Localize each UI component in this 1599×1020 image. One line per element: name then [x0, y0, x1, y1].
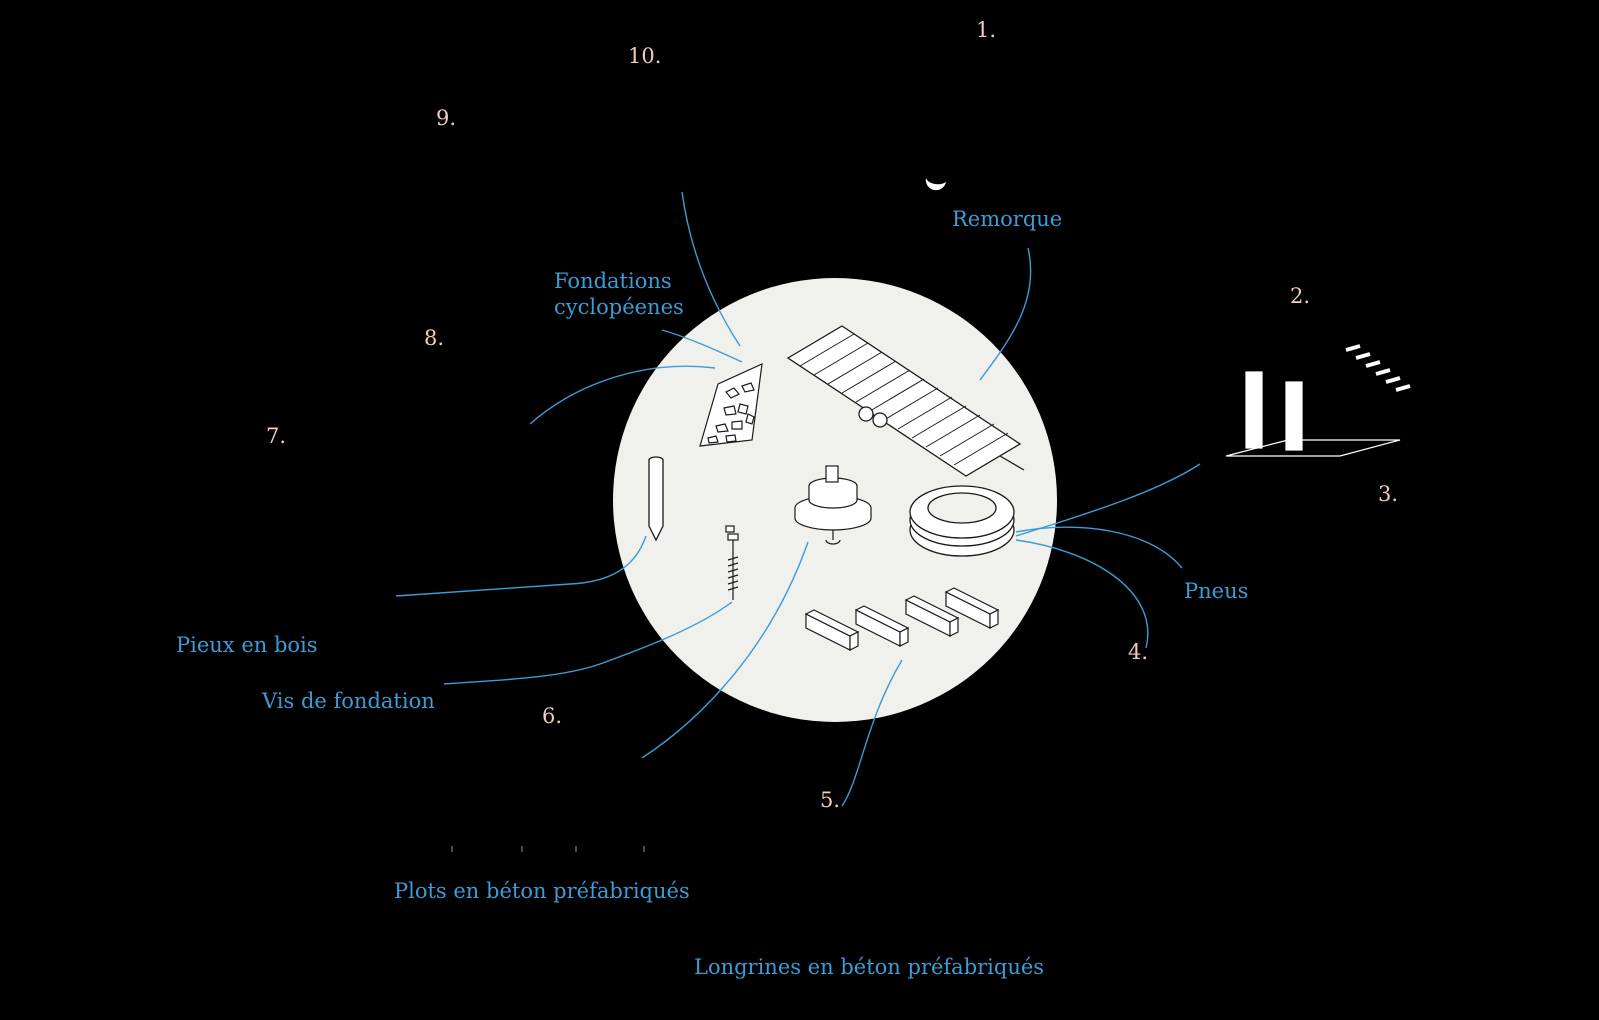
leader-pieux — [395, 535, 647, 597]
leader-lines — [395, 191, 1201, 807]
leader-remorque — [979, 247, 1032, 381]
tick-marks — [451, 846, 645, 852]
number-9: 9. — [436, 106, 457, 130]
leader-pneus-4 — [1015, 539, 1149, 649]
number-4: 4. — [1128, 640, 1149, 664]
label-pneus: Pneus — [1184, 579, 1249, 603]
number-6: 6. — [542, 704, 563, 728]
label-vis-de-fondation: Vis de fondation — [262, 689, 435, 713]
leader-longrines — [841, 659, 903, 807]
label-longrines-beton: Longrines en béton préfabriqués — [694, 955, 1045, 979]
label-remorque: Remorque — [952, 207, 1063, 231]
concrete-pad-illustration — [794, 465, 872, 545]
leader-fondations-left — [529, 365, 716, 425]
leader-plots — [641, 541, 809, 759]
label-fondations-cyclopeennes: Fondations cyclopéenes — [554, 269, 684, 319]
crescent-mark — [925, 178, 946, 191]
wooden-pile-illustration — [648, 456, 664, 542]
leader-pneus-top — [1015, 463, 1201, 537]
precast-beams-illustration — [804, 587, 1000, 651]
number-10: 10. — [628, 44, 662, 68]
number-5: 5. — [820, 788, 841, 812]
leader-fondations-top — [681, 191, 741, 347]
number-3: 3. — [1378, 482, 1399, 506]
number-8: 8. — [424, 326, 445, 350]
building-illustration — [1225, 344, 1411, 457]
number-7: 7. — [266, 424, 287, 448]
foundation-screw-illustration — [725, 525, 739, 600]
number-2: 2. — [1290, 284, 1311, 308]
tyre-illustration — [909, 485, 1015, 557]
trailer-illustration — [786, 325, 1025, 477]
leader-vis — [443, 601, 733, 685]
number-1: 1. — [976, 18, 997, 42]
cyclopean-foundation-illustration — [699, 363, 763, 447]
label-plots-beton: Plots en béton préfabriqués — [394, 879, 690, 903]
label-pieux-en-bois: Pieux en bois — [176, 633, 318, 657]
leader-fondations — [661, 329, 743, 363]
